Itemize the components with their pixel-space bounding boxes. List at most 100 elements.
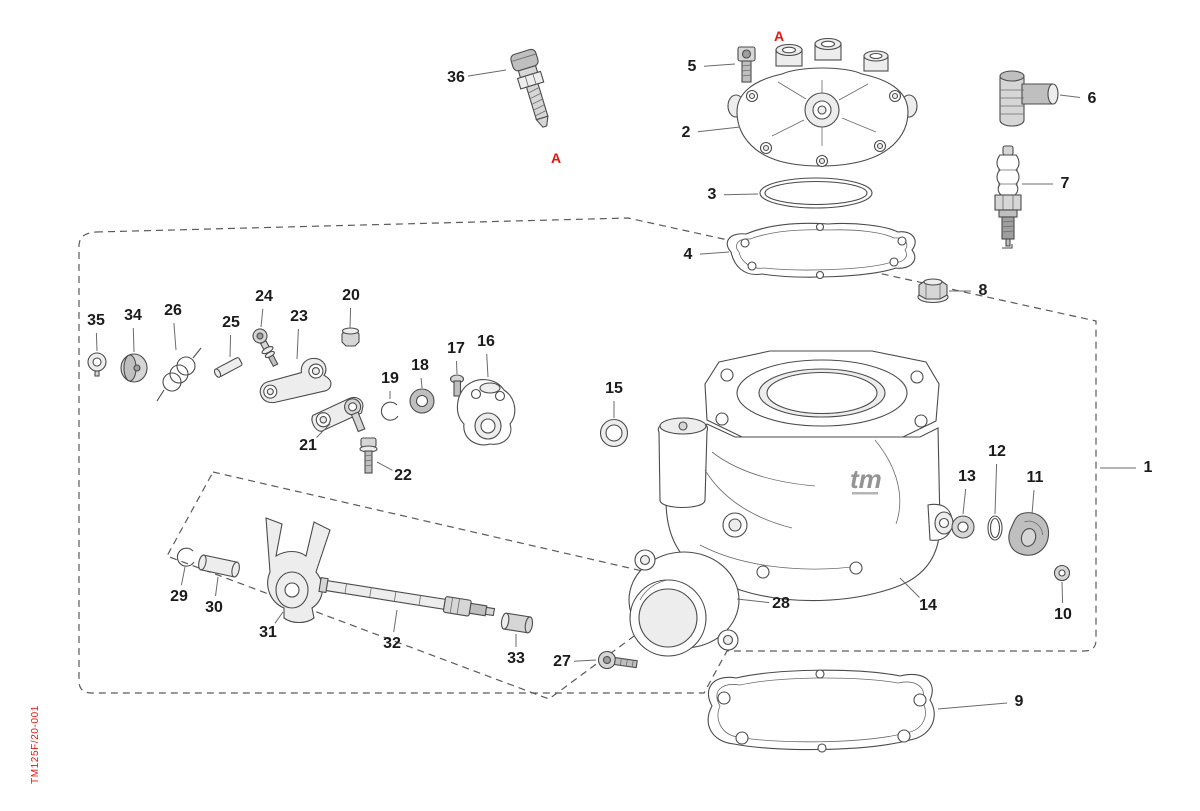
- leader-line-9: [937, 702, 1008, 710]
- leader-line-20: [349, 307, 352, 329]
- part-3-oring: [759, 177, 873, 209]
- part-15-seal-ring: [599, 418, 629, 448]
- callout-1: 1: [1143, 459, 1153, 476]
- outer-dashed-boundary: [78, 217, 1097, 694]
- callout-22: 22: [394, 467, 412, 484]
- leader-line-13: [962, 488, 967, 515]
- part-11-rubber-cap: [1008, 512, 1050, 556]
- callout-15: 15: [605, 380, 623, 397]
- callout-35: 35: [87, 312, 105, 329]
- callout-4: 4: [683, 246, 693, 263]
- part-23-lever: [259, 357, 332, 404]
- part-27-bolt: [597, 650, 638, 670]
- part-4-head-gasket: [726, 222, 916, 280]
- leader-line-24: [260, 308, 264, 328]
- leader-line-14: [899, 577, 920, 598]
- leader-line-34: [132, 327, 135, 353]
- callout-34: 34: [124, 307, 142, 324]
- part-25-pin: [213, 357, 243, 378]
- inner-dashed-boundary: [166, 471, 705, 700]
- ref-label-A-1: A: [550, 150, 562, 166]
- part-20-nut: [341, 327, 360, 347]
- callout-17: 17: [447, 340, 465, 357]
- leader-line-12: [994, 463, 998, 515]
- part-8-flange-nut: [917, 278, 949, 304]
- leader-line-31: [274, 611, 284, 624]
- callout-26: 26: [164, 302, 182, 319]
- part-30-spacer: [198, 554, 240, 578]
- callout-23: 23: [290, 308, 308, 325]
- part-36-sensor: [510, 48, 549, 128]
- leader-line-11: [1031, 489, 1035, 515]
- callout-28: 28: [772, 595, 790, 612]
- leader-line-27: [573, 659, 597, 662]
- part-7-spark-plug: [994, 145, 1022, 249]
- part-26-spring: [156, 347, 202, 402]
- leader-line-32: [393, 609, 398, 633]
- leader-line-35: [95, 332, 98, 352]
- callout-25: 25: [222, 314, 240, 331]
- leader-line-26: [173, 322, 177, 351]
- callout-33: 33: [507, 650, 525, 667]
- ref-label-A-0: A: [773, 28, 785, 44]
- callout-3: 3: [707, 186, 717, 203]
- part-5-bolt: [737, 46, 756, 83]
- part-24-screw: [252, 328, 279, 368]
- callout-14: 14: [919, 597, 937, 614]
- part-16-cover: [456, 379, 516, 446]
- leader-line-6: [1059, 94, 1081, 98]
- leader-line-30: [215, 576, 219, 597]
- part-28-exhaust-flange: [628, 549, 740, 657]
- leader-lines: [95, 63, 1136, 710]
- leader-line-22: [376, 461, 393, 471]
- leader-line-18: [420, 377, 423, 389]
- part-12-clip: [987, 515, 1003, 541]
- part-22-bolt: [359, 437, 378, 474]
- part-33-spacer: [500, 612, 534, 634]
- leader-line-16: [486, 353, 489, 378]
- leader-line-2: [697, 126, 741, 133]
- drawing-number: TM125F/20-001: [30, 705, 41, 784]
- part-34-knob: [120, 353, 148, 383]
- callout-24: 24: [255, 288, 273, 305]
- tm-logo: tm: [850, 464, 882, 494]
- leader-line-29: [180, 566, 186, 586]
- part-6-spark-plug-cap: [999, 70, 1059, 127]
- callout-30: 30: [205, 599, 223, 616]
- callout-9: 9: [1014, 693, 1024, 710]
- part-35-nut: [87, 352, 107, 377]
- part-29-circlip: [176, 547, 195, 567]
- callout-6: 6: [1087, 90, 1097, 107]
- leader-line-4: [699, 251, 730, 255]
- callout-32: 32: [383, 635, 401, 652]
- callout-11: 11: [1026, 469, 1044, 486]
- callout-20: 20: [342, 287, 360, 304]
- callout-2: 2: [681, 124, 691, 141]
- callout-10: 10: [1054, 606, 1072, 623]
- leader-line-25: [229, 334, 232, 358]
- callout-8: 8: [978, 282, 988, 299]
- callout-16: 16: [477, 333, 495, 350]
- leader-line-10: [1061, 581, 1064, 604]
- callout-5: 5: [687, 58, 697, 75]
- leader-line-21: [316, 423, 331, 438]
- leader-line-3: [723, 193, 759, 196]
- leader-line-17: [456, 360, 458, 375]
- leader-line-36: [467, 69, 507, 77]
- leader-line-23: [296, 328, 299, 360]
- part-18-seal-washer: [409, 388, 435, 414]
- callout-27: 27: [553, 653, 571, 670]
- callout-13: 13: [958, 468, 976, 485]
- callout-31: 31: [259, 624, 277, 641]
- part-2-head-cover: [727, 37, 918, 168]
- callout-21: 21: [299, 437, 317, 454]
- callout-7: 7: [1060, 175, 1070, 192]
- part-19-circlip: [380, 401, 399, 421]
- part-17-screw: [449, 374, 465, 397]
- part-9-base-gasket: [707, 669, 935, 753]
- part-13-bushing: [951, 515, 975, 539]
- part-14-cylinder: tm: [657, 350, 954, 602]
- part-31-bracket: [265, 517, 331, 624]
